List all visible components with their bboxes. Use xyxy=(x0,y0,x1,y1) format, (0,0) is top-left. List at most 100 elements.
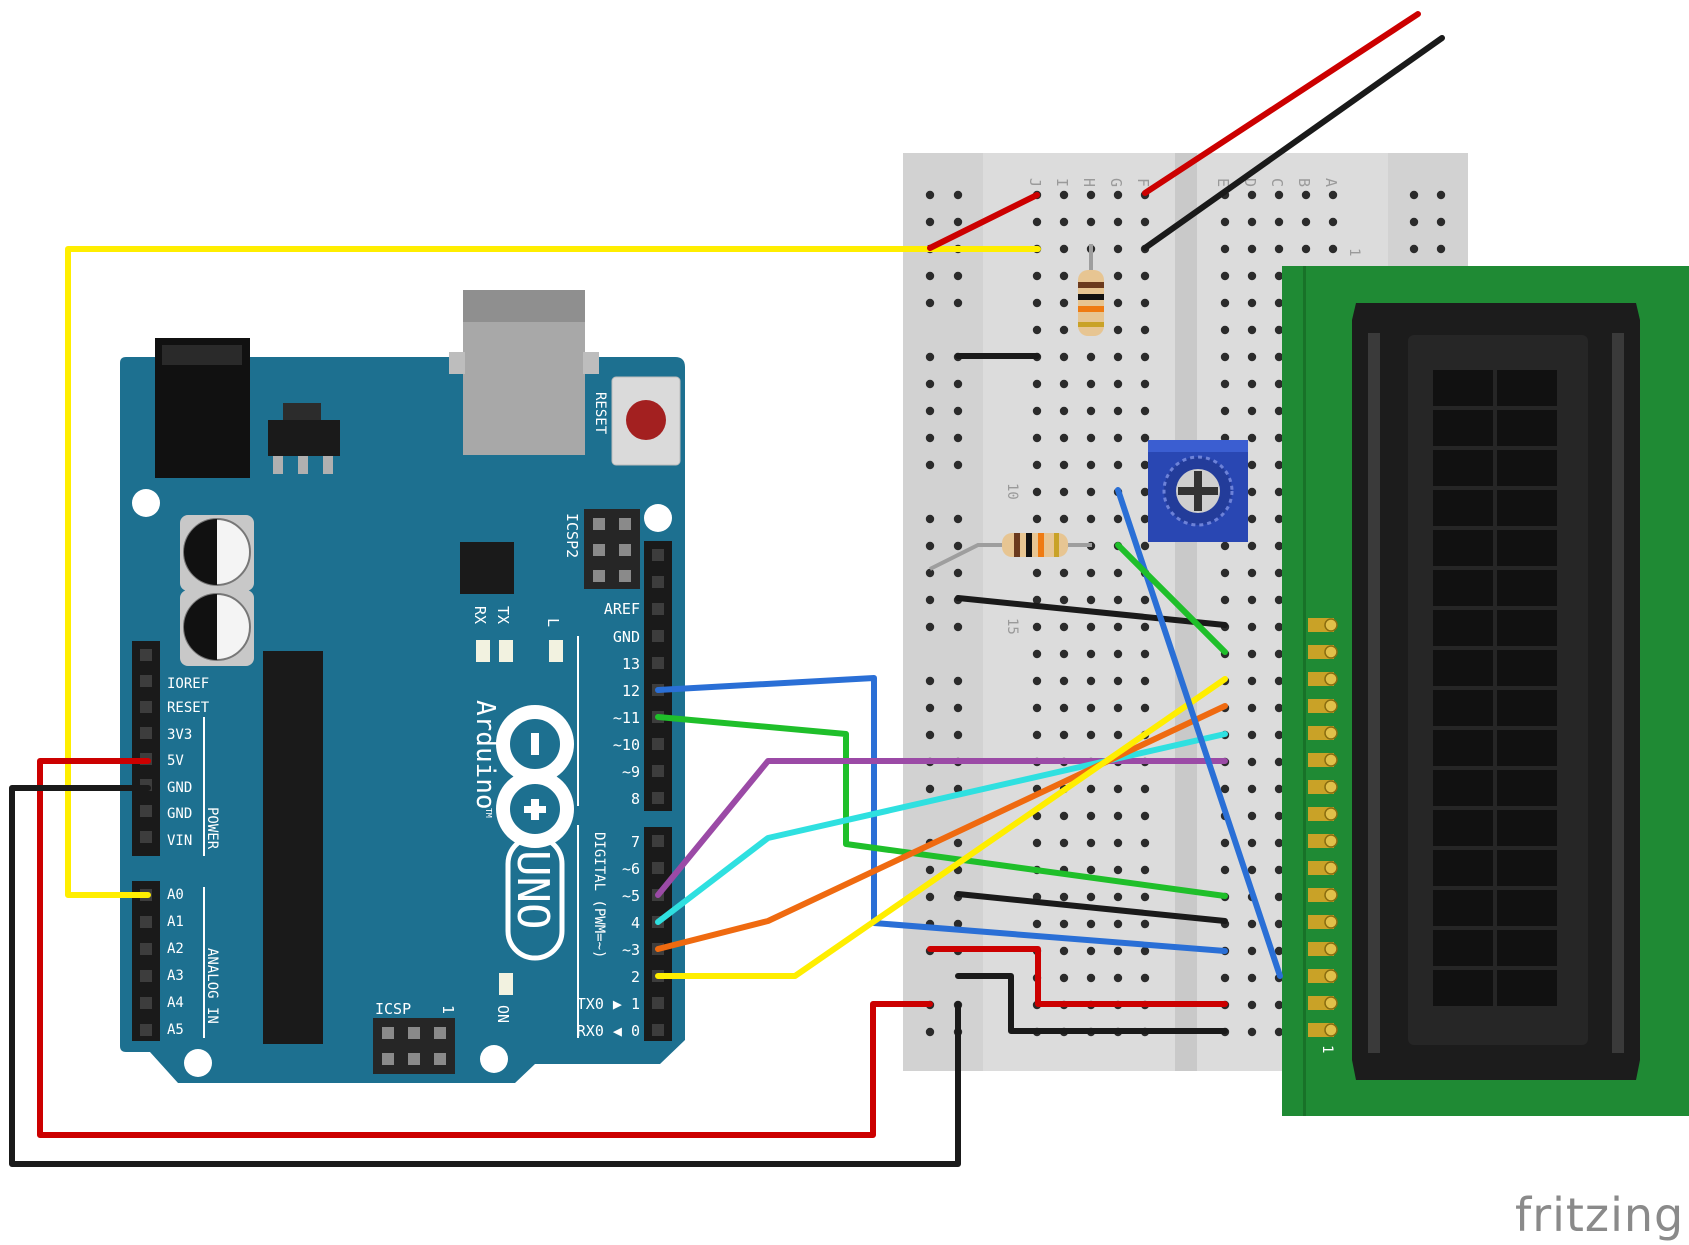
pin-label-10: ~10 xyxy=(613,736,640,754)
breadboard-hole xyxy=(1113,379,1123,389)
breadboard-hole xyxy=(1086,730,1096,740)
reset-button-cap[interactable] xyxy=(626,400,666,440)
lcd-character-cell xyxy=(1497,850,1557,886)
header-pin xyxy=(140,675,152,687)
breadboard-hole xyxy=(953,460,963,470)
breadboard-hole xyxy=(1032,325,1042,335)
icsp-pin xyxy=(434,1053,446,1065)
resistor-vertical xyxy=(1078,244,1104,336)
breadboard-hole xyxy=(1059,433,1069,443)
icsp2-housing xyxy=(584,509,640,589)
breadboard-hole xyxy=(1220,298,1230,308)
lcd-character-cell xyxy=(1497,530,1557,566)
lcd-character-cell xyxy=(1433,370,1493,406)
power-header xyxy=(132,641,160,856)
icsp-pin xyxy=(382,1053,394,1065)
breadboard-hole xyxy=(1086,919,1096,929)
dc-power-jack-top xyxy=(162,345,242,365)
breadboard-hole xyxy=(1140,946,1150,956)
pin-label-a4: A4 xyxy=(167,995,184,1011)
lcd-module: 1 xyxy=(1282,266,1689,1116)
breadboard-hole xyxy=(1247,730,1257,740)
icsp-housing xyxy=(373,1018,455,1074)
breadboard-hole xyxy=(1059,919,1069,929)
header-pin xyxy=(140,701,152,713)
breadboard-hole xyxy=(1086,676,1096,686)
pin-label-7: 7 xyxy=(631,833,640,851)
pin-label-reset: RESET xyxy=(167,700,210,716)
on-led xyxy=(499,973,513,995)
digital-pin-labels-upper: AREF GND 13 12 ~11 ~10 ~9 8 xyxy=(604,600,640,808)
breadboard-hole xyxy=(1247,676,1257,686)
breadboard-hole xyxy=(1032,514,1042,524)
breadboard-hole xyxy=(925,190,935,200)
breadboard-hole xyxy=(1059,487,1069,497)
breadboard-hole xyxy=(1274,676,1284,686)
breadboard-hole xyxy=(953,838,963,848)
lcd-pin-hole xyxy=(1324,780,1338,794)
breadboard-hole xyxy=(1059,649,1069,659)
breadboard-hole xyxy=(1274,730,1284,740)
header-pin xyxy=(652,765,664,777)
icsp-pin xyxy=(408,1027,420,1039)
wire-yellow-a0 xyxy=(65,246,1041,898)
pin-label-9: ~9 xyxy=(622,763,640,781)
breadboard-hole xyxy=(1247,568,1257,578)
breadboard-hole xyxy=(1059,595,1069,605)
lcd-character-cell xyxy=(1497,890,1557,926)
breadboard-hole xyxy=(953,541,963,551)
breadboard-hole xyxy=(1059,811,1069,821)
breadboard-hole xyxy=(1140,865,1150,875)
breadboard-hole xyxy=(953,919,963,929)
lcd-character-cell xyxy=(1433,690,1493,726)
row-letter-j: J xyxy=(1026,178,1044,187)
breadboard-hole xyxy=(1220,595,1230,605)
breadboard-hole xyxy=(1059,946,1069,956)
icsp2-pin xyxy=(593,544,605,556)
breadboard-hole xyxy=(1247,838,1257,848)
lcd-character-cell xyxy=(1497,770,1557,806)
breadboard-hole xyxy=(1301,217,1311,227)
pin-label-gnd-2: GND xyxy=(167,806,192,822)
icsp2-pin xyxy=(619,544,631,556)
breadboard-hole xyxy=(1274,649,1284,659)
wire-orange-pin3 xyxy=(655,703,1228,952)
breadboard-hole xyxy=(1086,865,1096,875)
breadboard-hole xyxy=(1086,190,1096,200)
breadboard-hole xyxy=(1032,406,1042,416)
breadboard-hole xyxy=(1113,514,1123,524)
breadboard-hole xyxy=(1032,379,1042,389)
icsp2-header xyxy=(584,509,640,589)
analog-header xyxy=(132,881,160,1041)
on-label: ON xyxy=(494,1005,512,1023)
breadboard-hole xyxy=(925,379,935,389)
wire-purple-pin5 xyxy=(655,758,1228,898)
breadboard-hole xyxy=(1220,379,1230,389)
lcd-character-cell xyxy=(1433,650,1493,686)
breadboard-hole xyxy=(1140,541,1150,551)
lcd-character-cell xyxy=(1497,450,1557,486)
lcd-character-cell xyxy=(1497,690,1557,726)
wire-red-external xyxy=(1142,11,1421,196)
breadboard-hole xyxy=(953,271,963,281)
icsp2-label: ICSP2 xyxy=(563,513,581,558)
pin-label-gnd-1: GND xyxy=(167,780,192,796)
breadboard-hole xyxy=(1059,703,1069,713)
breadboard-hole xyxy=(1247,757,1257,767)
capacitor-2 xyxy=(180,590,254,666)
breadboard-hole xyxy=(1086,784,1096,794)
power-header-label: POWER xyxy=(204,807,220,850)
breadboard-hole xyxy=(1086,622,1096,632)
pin-label-6: ~6 xyxy=(622,860,640,878)
row-letter-e: E xyxy=(1214,178,1232,187)
breadboard-hole xyxy=(1247,865,1257,875)
l-led xyxy=(549,640,563,662)
breadboard-hole xyxy=(1059,217,1069,227)
lcd-character-cell xyxy=(1433,490,1493,526)
potentiometer[interactable] xyxy=(1148,440,1248,542)
wire-black-jumper-3 xyxy=(955,891,1228,924)
breadboard-hole xyxy=(1220,352,1230,362)
breadboard-hole xyxy=(925,676,935,686)
lcd-character-cell xyxy=(1433,570,1493,606)
breadboard-hole xyxy=(1247,217,1257,227)
